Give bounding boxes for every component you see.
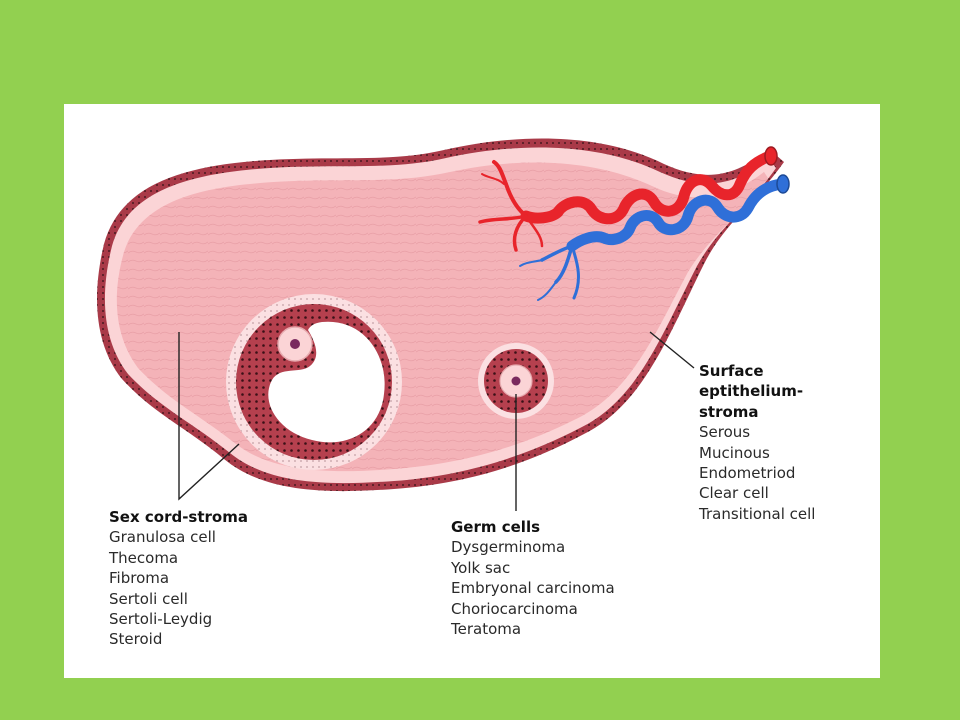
sex-cord-item: Sertoli-Leydig [109, 610, 213, 629]
germ-cell-item: Choriocarcinoma [451, 599, 578, 618]
sex-cord-stroma-title: Sex cord-stroma [109, 508, 248, 526]
sex-cord-item: Granulosa cell [109, 528, 216, 547]
sex-cord-item: Thecoma [109, 548, 179, 567]
sex-cord-item: Steroid [109, 630, 163, 649]
surface-item: Serous [699, 423, 751, 442]
surface-epithelium-label-block: Surface eptithelium- stroma Serous Mucin… [699, 361, 815, 524]
sex-cord-stroma-label-block: Sex cord-stroma Granulosa cell Thecoma F… [109, 507, 248, 650]
surface-title-line: eptithelium- [699, 382, 804, 401]
germ-cell-item: Embryonal carcinoma [451, 579, 615, 598]
sex-cord-item: Fibroma [109, 569, 170, 588]
vein [519, 174, 790, 301]
primary-follicle [478, 343, 554, 419]
leader-lines [178, 331, 695, 511]
surface-item: Transitional cell [699, 504, 816, 523]
germ-cell-item: Yolk sac [451, 558, 511, 577]
surface-item: Endometriod [699, 464, 796, 483]
germ-cells-title: Germ cells [451, 518, 541, 536]
surface-item: Mucinous [699, 443, 770, 462]
antral-follicle [226, 294, 402, 470]
surface-item: Clear cell [699, 484, 769, 503]
slide-panel: Sex cord-stroma Granulosa cell Thecoma F… [64, 104, 880, 678]
ovary-diagram [97, 138, 790, 511]
leader-line-sex-cord [178, 332, 240, 501]
surface-title-line: Surface [699, 362, 764, 380]
follicle-antrum [268, 321, 385, 443]
artery [478, 146, 778, 252]
germ-cells-label-block: Germ cells Dysgerminoma Yolk sac Embryon… [451, 517, 615, 639]
germ-cell-item: Teratoma [451, 620, 522, 639]
sex-cord-item: Sertoli cell [109, 589, 188, 608]
surface-title-line: stroma [699, 402, 759, 421]
germ-cell-item: Dysgerminoma [451, 538, 566, 557]
leader-line-surface [649, 331, 695, 369]
